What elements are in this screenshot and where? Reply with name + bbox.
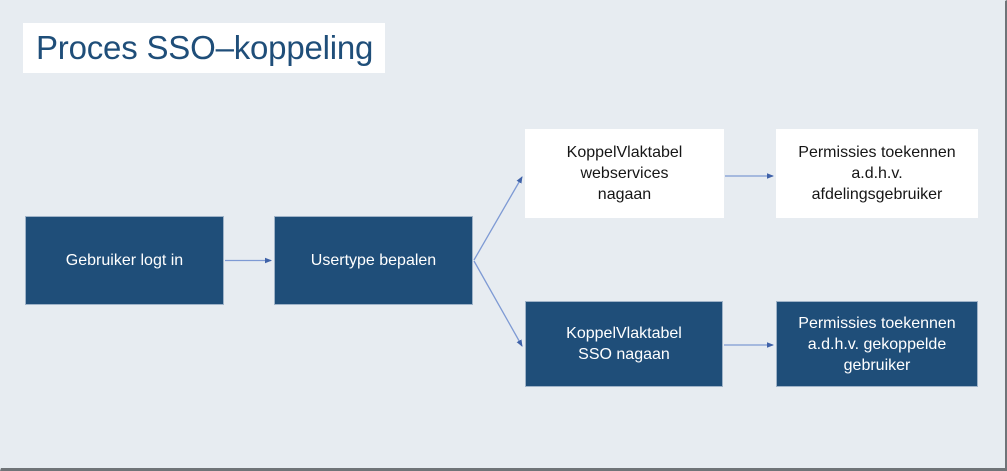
title-band: Proces SSO–koppeling (23, 23, 385, 73)
node-label-line: SSO nagaan (578, 346, 670, 363)
node-label-line: afdelingsgebruiker (811, 186, 943, 203)
page-title: Proces SSO–koppeling (36, 29, 374, 66)
node-label-line: Usertype bepalen (310, 252, 437, 269)
edge-usertype-to-kv-webservices (473, 176, 523, 261)
node-label-line: nagaan (597, 186, 652, 203)
node-permissies-toekennen-afdelingsgebruiker[interactable]: Permissies toekennen a.d.h.v. afdelingsg… (776, 129, 978, 218)
node-label-line: KoppelVlaktabel (566, 144, 683, 161)
node-label-line: a.d.h.v. (851, 165, 903, 182)
node-usertype-bepalen[interactable]: Usertype bepalen (274, 216, 473, 305)
node-label-line: Gebruiker logt in (65, 252, 184, 269)
node-label-line: KoppelVlaktabel (566, 325, 682, 342)
node-label-line: Permissies toekennen (798, 314, 956, 332)
node-koppelvlaktabel-webservices-nagaan[interactable]: KoppelVlaktabel webservices nagaan (525, 129, 724, 218)
node-koppelvlaktabel-sso-nagaan[interactable]: KoppelVlaktabel SSO nagaan (525, 301, 723, 387)
node-label-line: Permissies toekennen (798, 144, 956, 161)
edge-usertype-to-kv-sso (473, 260, 523, 347)
node-label-line: a.d.h.v. gekoppelde (807, 335, 947, 353)
node-gebruiker-logt-in[interactable]: Gebruiker logt in (25, 216, 224, 305)
node-label-line: gebruiker (843, 356, 911, 374)
node-permissies-toekennen-gekoppelde-gebruiker[interactable]: Permissies toekennen a.d.h.v. gekoppelde… (776, 301, 978, 387)
node-label-line: webservices (580, 165, 669, 182)
